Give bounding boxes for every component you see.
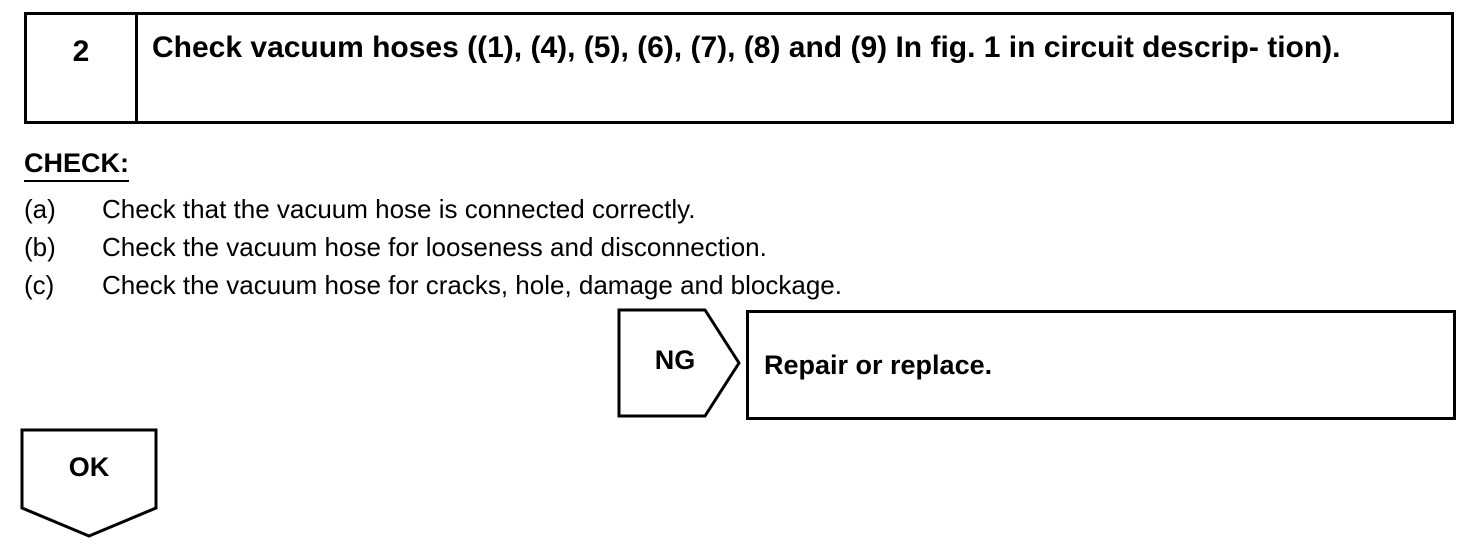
ok-label: OK bbox=[68, 452, 110, 482]
ng-result-text: Repair or replace. bbox=[764, 350, 993, 380]
check-item-marker: (b) bbox=[24, 232, 56, 262]
check-heading: CHECK: bbox=[24, 148, 129, 182]
check-item-marker: (a) bbox=[24, 194, 56, 224]
check-item-c: (c) Check the vacuum hose for cracks, ho… bbox=[24, 266, 842, 304]
check-item-b: (b) Check the vacuum hose for looseness … bbox=[24, 228, 842, 266]
check-item-marker: (c) bbox=[24, 270, 55, 300]
step-number: 2 bbox=[72, 35, 90, 68]
check-item-a: (a) Check that the vacuum hose is connec… bbox=[24, 190, 842, 228]
step-title: Check vacuum hoses ((1), (4), (5), (6), … bbox=[152, 31, 1341, 64]
ng-label: NG bbox=[654, 345, 696, 375]
step-header: 2 Check vacuum hoses ((1), (4), (5), (6)… bbox=[24, 12, 1454, 124]
check-item-text: Check the vacuum hose for looseness and … bbox=[102, 232, 767, 262]
check-item-text: Check that the vacuum hose is connected … bbox=[102, 194, 696, 224]
step-number-cell: 2 bbox=[27, 15, 138, 121]
check-item-text: Check the vacuum hose for cracks, hole, … bbox=[102, 270, 842, 300]
ng-result-box: Repair or replace. bbox=[746, 310, 1456, 420]
ng-arrow-shape bbox=[617, 308, 741, 418]
check-list: (a) Check that the vacuum hose is connec… bbox=[24, 190, 842, 304]
ok-arrow-shape bbox=[20, 428, 158, 538]
